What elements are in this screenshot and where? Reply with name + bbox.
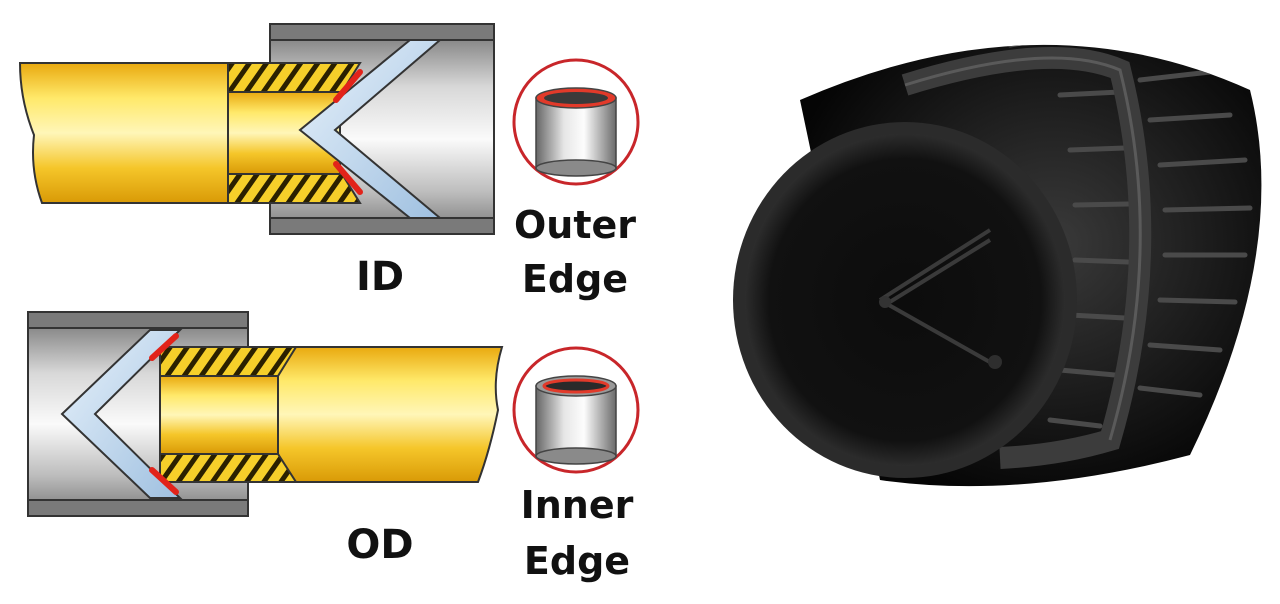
inner-edge-icon [514,348,638,472]
id-diagram: ID [20,24,494,300]
id-pipe-wall-bottom [228,174,360,203]
id-gold-pipe [20,63,228,203]
id-pipe-wall-top [228,63,360,92]
outer-edge-label-line2: Edge [522,257,628,301]
deburring-tool-image [733,28,1261,486]
od-pipe-wall-bottom [160,454,296,482]
outer-edge-icon [514,60,638,184]
inner-edge-label-line1: Inner [521,483,634,527]
tool-opening [745,134,1065,466]
id-label: ID [356,254,404,300]
od-diagram: OD [28,312,502,568]
inner-edge-label-line2: Edge [524,539,630,583]
od-label: OD [346,522,413,568]
outer-edge-label-line1: Outer [514,203,636,247]
od-pipe-wall-top [160,347,296,376]
